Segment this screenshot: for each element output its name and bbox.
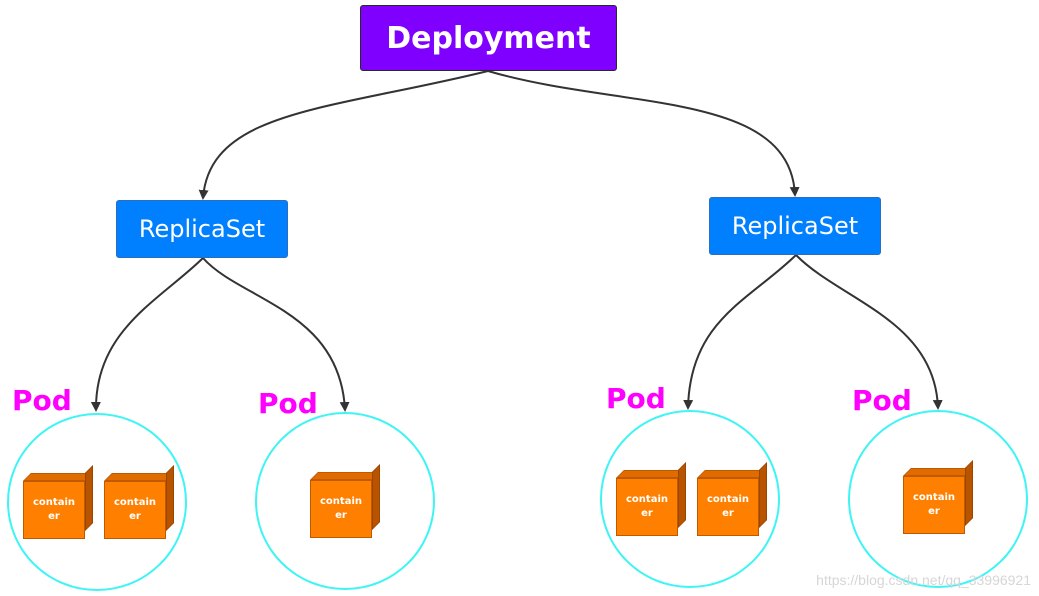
watermark-text: https://blog.csdn.net/qq_33996921 <box>816 572 1031 588</box>
replicaset-node-right: ReplicaSet <box>709 197 881 255</box>
replicaset-node-left: ReplicaSet <box>116 200 288 258</box>
container-icon: container <box>616 462 686 536</box>
edge-replicaset-right-to-pod-3 <box>683 254 797 410</box>
edge-deployment-to-replicaset-right <box>487 70 800 197</box>
edge-replicaset-left-to-pod-2 <box>202 257 350 412</box>
container-label: container <box>114 497 156 522</box>
container-label: container <box>626 494 668 519</box>
pod-label: Pod <box>258 387 318 420</box>
container-label: container <box>33 497 75 522</box>
edge-replicaset-right-to-pod-4 <box>795 254 943 410</box>
container-icon: container <box>310 464 380 538</box>
container-icon: container <box>104 465 174 539</box>
container-label: container <box>707 494 749 519</box>
edge-deployment-to-replicaset-left <box>198 70 489 200</box>
container-label: container <box>320 496 362 521</box>
replicaset-label: ReplicaSet <box>138 215 266 243</box>
edge-replicaset-left-to-pod-1 <box>90 257 204 412</box>
pod-label: Pod <box>606 382 666 415</box>
pod-label: Pod <box>12 384 72 417</box>
container-icon: container <box>697 462 767 536</box>
deployment-label: Deployment <box>386 20 591 56</box>
container-icon: container <box>23 465 93 539</box>
replicaset-label: ReplicaSet <box>731 212 859 240</box>
container-icon: container <box>903 460 973 534</box>
pod-label: Pod <box>852 384 912 417</box>
deployment-node: Deployment <box>360 5 617 71</box>
container-label: container <box>913 492 955 517</box>
